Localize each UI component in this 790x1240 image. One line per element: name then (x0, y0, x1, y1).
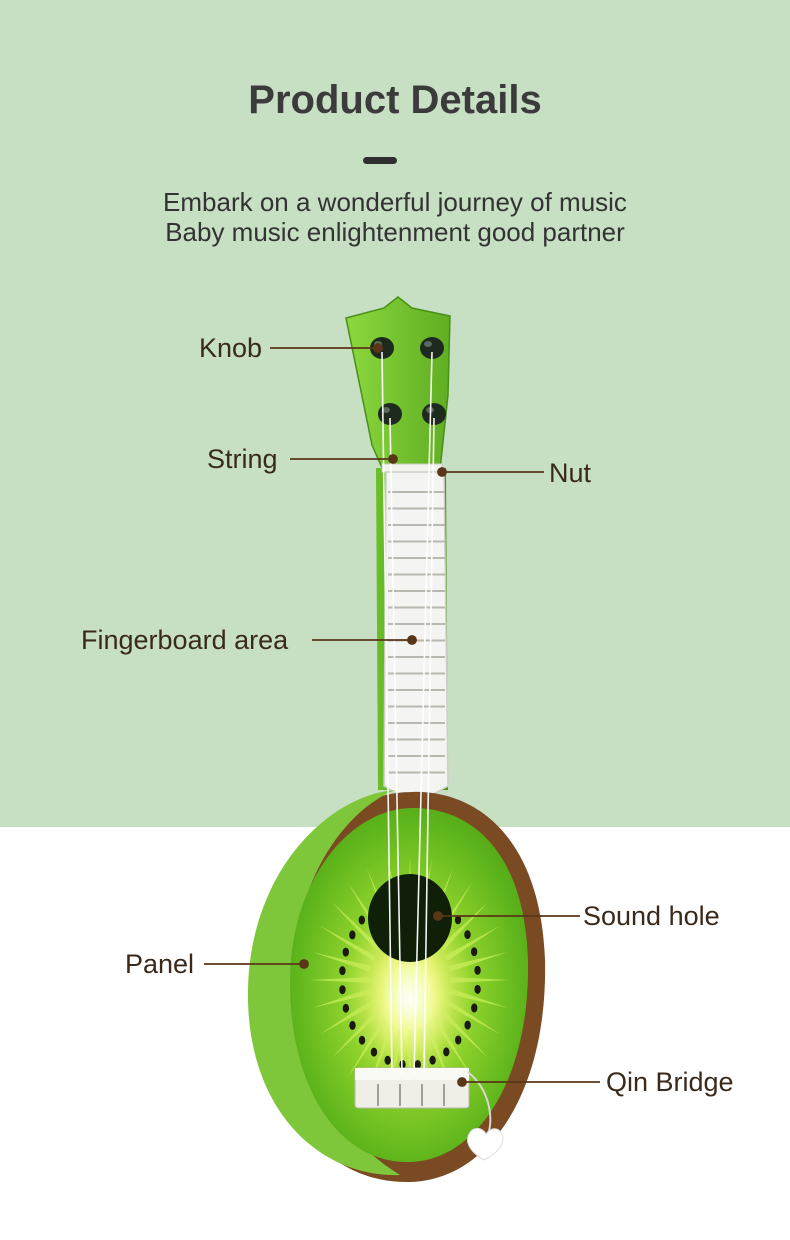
kiwi-seed (464, 1020, 471, 1030)
kiwi-ray (448, 952, 508, 972)
callout-sound-hole: Sound hole (583, 901, 720, 931)
kiwi-ray (444, 998, 501, 1035)
kiwi-ray (439, 902, 489, 952)
bridge (354, 1067, 470, 1109)
frets (388, 491, 445, 774)
kiwi-seed (454, 915, 462, 925)
kiwi-seed (358, 915, 366, 925)
kiwi-ray (449, 977, 510, 983)
callout-knob: Knob (199, 333, 263, 363)
kiwi-seed (384, 1055, 391, 1065)
kiwi-seed (349, 1020, 356, 1030)
subtitle-line-1: Embark on a wonderful journey of music (163, 187, 627, 217)
kiwi-seed (464, 930, 471, 940)
callout-lines (204, 343, 600, 1087)
callout-qin-bridge: Qin Bridge (606, 1067, 734, 1097)
page-title: Product Details (248, 78, 542, 122)
kiwi-seed (474, 984, 481, 994)
kiwi-ray (319, 925, 376, 962)
callout-fingerboard: Fingerboard area (81, 625, 289, 655)
kiwi-ray (444, 925, 501, 962)
kiwi-seed (470, 947, 478, 957)
kiwi-seed (471, 1003, 478, 1013)
kiwi-seed (474, 965, 481, 975)
kiwi-seed (454, 1035, 462, 1045)
kiwi-ray (310, 977, 371, 983)
kiwi-ray (312, 988, 372, 1008)
kiwi-ray (448, 988, 508, 1008)
kiwi-ray (312, 952, 372, 972)
strings (381, 351, 435, 1075)
callout-panel: Panel (125, 949, 195, 979)
callout-nut: Nut (549, 458, 592, 488)
kiwi-seed (349, 930, 356, 940)
kiwi-seed (358, 1035, 366, 1045)
kiwi-ray (319, 998, 376, 1035)
charm (467, 1127, 504, 1161)
kiwi-seed (370, 1047, 378, 1057)
kiwi-ray (331, 902, 381, 952)
body-shell (247, 790, 400, 1176)
callout-string: String (207, 444, 278, 474)
kiwi-seed (443, 1047, 450, 1057)
kiwi-seed (339, 985, 346, 995)
kiwi-rays (310, 855, 510, 1105)
kiwi-seed (342, 1003, 350, 1013)
kiwi-seed (339, 966, 346, 976)
title-divider (363, 157, 397, 164)
kiwi-seed (429, 1055, 436, 1065)
kiwi-seed (342, 947, 349, 957)
subtitle-line-2: Baby music enlightenment good partner (165, 217, 625, 247)
body-glow (365, 935, 455, 1065)
